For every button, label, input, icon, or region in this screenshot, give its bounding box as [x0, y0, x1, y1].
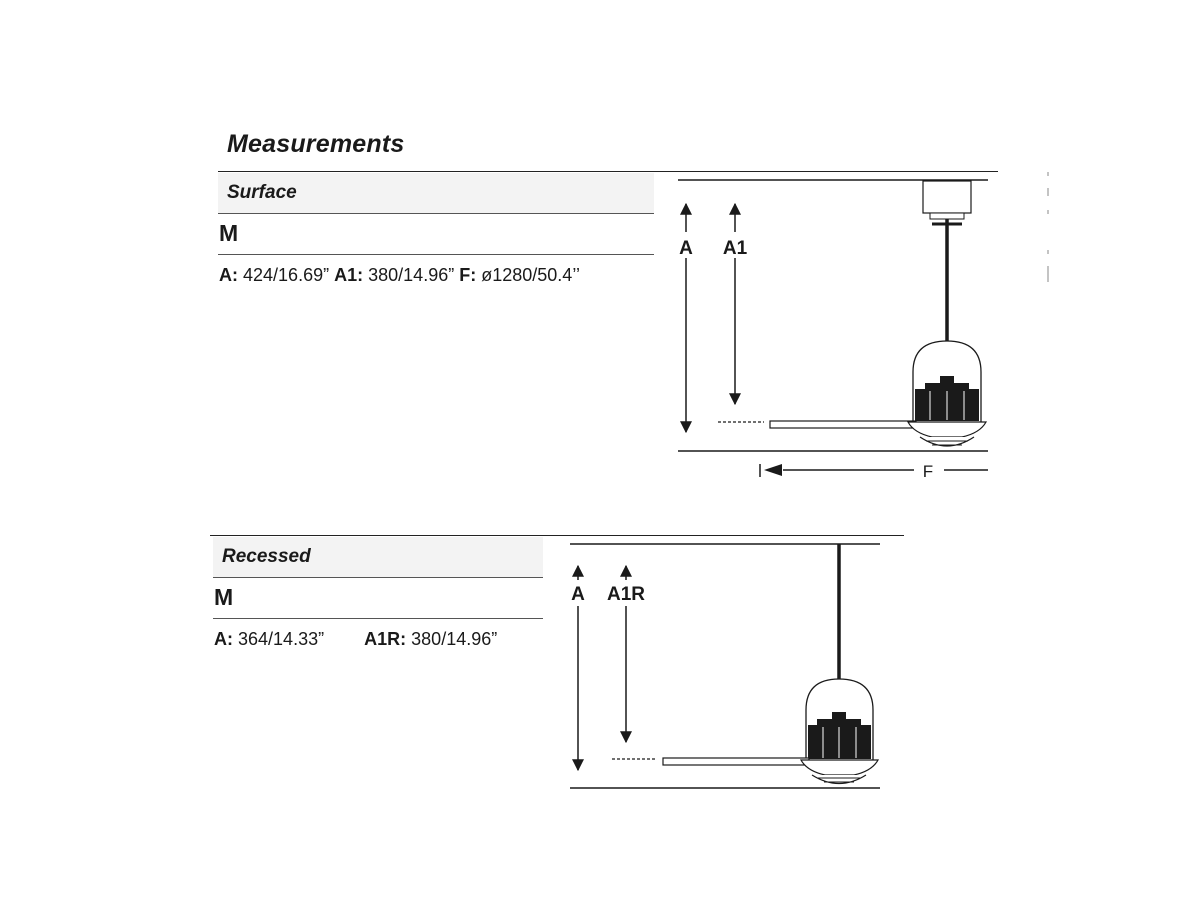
- recessed-size-label: M: [214, 584, 234, 610]
- recessed-spec-a-value: 364/14.33”: [238, 629, 325, 649]
- page-title: Measurements: [227, 130, 405, 158]
- surface-lower-bowl: [906, 421, 988, 438]
- surface-spec-a1-value: 380/14.96”: [368, 265, 455, 285]
- surface-dim-a-label: A: [679, 238, 693, 259]
- surface-dim-f-label: F: [923, 462, 933, 481]
- surface-dim-a1-label: A1: [723, 238, 748, 259]
- recessed-spec-a-label: A:: [214, 629, 233, 649]
- surface-spec-a-value: 424/16.69”: [243, 265, 330, 285]
- surface-specs: A: 424/16.69” A1: 380/14.96” F: ø1280/50…: [219, 265, 580, 286]
- recessed-size-divider: [213, 618, 543, 619]
- recessed-diagram: [568, 543, 880, 789]
- recessed-lower-bowl: [799, 759, 880, 776]
- recessed-spec-a1r-value: 380/14.96”: [411, 629, 498, 649]
- surface-heading-band: Surface: [218, 173, 654, 213]
- recessed-dim-a1r-label: A1R: [607, 584, 645, 605]
- surface-diagram: [676, 179, 988, 477]
- recessed-specs: A: 364/14.33” A1R: 380/14.96”: [214, 629, 497, 650]
- surface-spec-a1-label: A1:: [334, 265, 364, 285]
- recessed-top-rule: [210, 535, 904, 536]
- surface-blade: [769, 420, 917, 429]
- recessed-blade: [662, 757, 810, 766]
- recessed-heading-divider: [213, 577, 543, 578]
- surface-spec-f-value: ø1280/50.4’’: [481, 265, 580, 285]
- surface-spec-f-label: F:: [459, 265, 477, 285]
- recessed-heading-band: Recessed: [213, 537, 543, 577]
- recessed-dim-a-label: A: [571, 584, 585, 605]
- surface-spec-a-label: A:: [219, 265, 238, 285]
- surface-size-divider: [218, 254, 654, 255]
- surface-top-rule: [218, 171, 998, 172]
- surface-size-label: M: [219, 220, 239, 246]
- recessed-spec-a1r-label: A1R:: [364, 629, 407, 649]
- recessed-heading: Recessed: [222, 546, 311, 567]
- surface-canopy: [922, 180, 972, 214]
- surface-heading: Surface: [227, 182, 297, 203]
- surface-heading-divider: [218, 213, 654, 214]
